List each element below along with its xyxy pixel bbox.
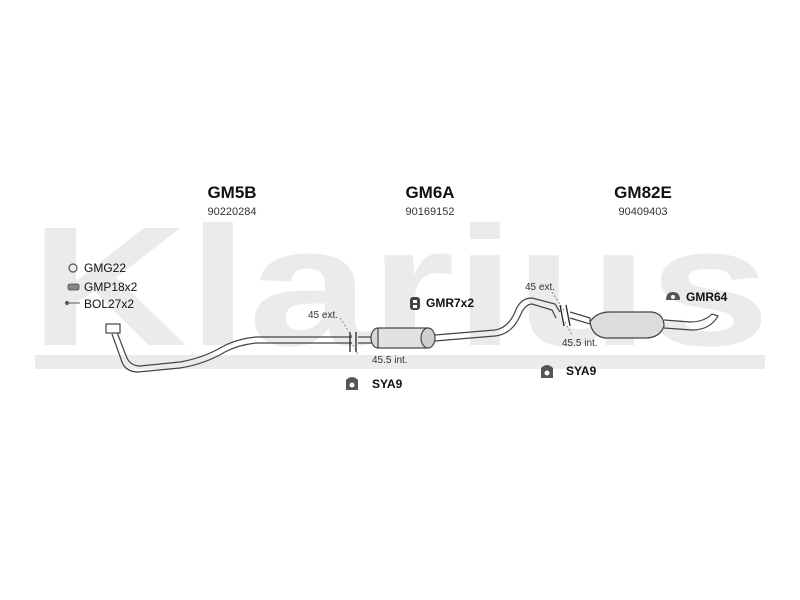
dim-leader-2 bbox=[551, 291, 573, 336]
dimension-int-2: 45.5 int. bbox=[562, 338, 598, 349]
dim-leader-1 bbox=[339, 317, 359, 356]
watermark-logo: Klarius bbox=[30, 192, 770, 382]
part-number-gm5b: 90220284 bbox=[207, 206, 257, 218]
front-pipe-gm5b bbox=[105, 323, 352, 373]
centre-silencer-gm6a bbox=[358, 297, 561, 349]
clamp-mount-icon-2 bbox=[541, 365, 553, 378]
rear-silencer-gm82e bbox=[569, 311, 719, 339]
part-code-gm6a: GM6A bbox=[405, 183, 455, 202]
part-number-gm6a: 90169152 bbox=[405, 206, 455, 218]
accessory-gasket-label: GMG22 bbox=[84, 261, 127, 275]
gasket-icon bbox=[68, 263, 78, 273]
part-code-gm5b: GM5B bbox=[207, 183, 257, 202]
rubber-mount-icon-rear bbox=[666, 292, 680, 300]
part-code-gm82e: GM82E bbox=[614, 183, 672, 202]
part-number-gm82e: 90409403 bbox=[618, 206, 668, 218]
accessory-clamp-label: GMP18x2 bbox=[84, 280, 138, 294]
rubber-mount-rear-label: GMR64 bbox=[686, 290, 728, 304]
clamp-mount-1-label: SYA9 bbox=[372, 377, 403, 391]
dimension-ext-2: 45 ext. bbox=[525, 282, 556, 293]
clamp-1 bbox=[349, 332, 357, 352]
accessory-bolt-label: BOL27x2 bbox=[84, 297, 135, 311]
bolt-icon bbox=[65, 301, 80, 305]
svg-text:Klarius: Klarius bbox=[30, 192, 770, 382]
dimension-int-1: 45.5 int. bbox=[372, 355, 408, 366]
dimension-ext-1: 45 ext. bbox=[308, 310, 339, 321]
clamp-2 bbox=[559, 304, 571, 327]
clamp-mount-icon-1 bbox=[346, 377, 358, 390]
clamp-mount-2-label: SYA9 bbox=[566, 364, 597, 378]
rubber-mount-icon-front bbox=[410, 297, 420, 310]
pipe-clamp-icon bbox=[67, 283, 80, 291]
rubber-mount-front-label: GMR7x2 bbox=[426, 296, 475, 310]
